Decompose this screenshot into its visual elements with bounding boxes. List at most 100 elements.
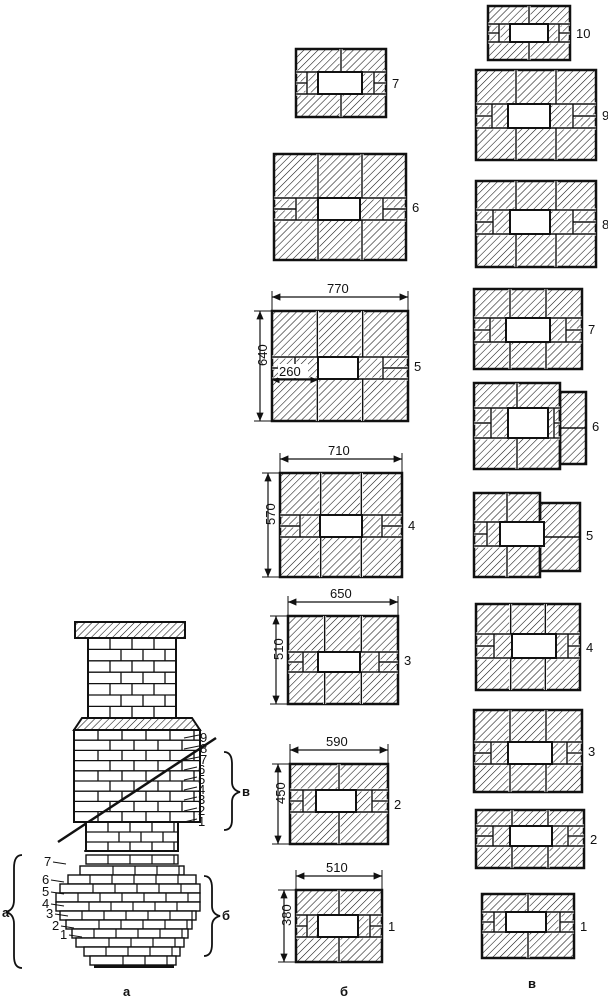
plan-v-flue <box>509 825 553 847</box>
plan-b-flue <box>317 356 359 380</box>
top-wall-outline <box>87 637 177 719</box>
lower-corbel-section <box>55 854 201 968</box>
upper-row-number: 5 <box>198 772 205 787</box>
upper-row-number: 8 <box>200 741 207 756</box>
plan-v-flue <box>505 317 551 343</box>
panel-label-a: а <box>123 984 131 999</box>
plan-v-row-6: 6 <box>472 381 599 471</box>
lower-row-number: 3 <box>46 906 53 921</box>
dim-width-value: 510 <box>326 860 348 875</box>
corbel-course <box>79 865 185 876</box>
plan-v-row-8: 8 <box>474 179 608 269</box>
upper-row-leader <box>183 734 200 739</box>
plan-v-row-10: 10 <box>486 4 590 62</box>
upper-row-leader <box>183 786 198 791</box>
brace-a-label: а <box>2 905 10 920</box>
column-v-plans: 10 9 8 7 6 5 4 3 2 1 <box>472 4 608 960</box>
corbel-course <box>71 928 189 939</box>
plan-b-row-number: 5 <box>414 359 421 374</box>
corbel-course <box>59 910 197 921</box>
plan-v-flue <box>509 209 551 235</box>
dim-height-value: 380 <box>279 904 294 926</box>
plan-b-row-number: 1 <box>388 919 395 934</box>
plan-v-row-9: 9 <box>474 68 608 162</box>
plan-v-row-number: 6 <box>592 419 599 434</box>
corbel-course <box>85 854 179 865</box>
lower-row-leader <box>60 925 75 929</box>
lower-row-leader <box>50 879 65 883</box>
plan-b-flue <box>315 789 357 813</box>
plan-v-flue <box>509 23 549 43</box>
corbel-course <box>67 874 197 885</box>
corbel-course <box>89 955 177 966</box>
plan-b-row-number: 6 <box>412 200 419 215</box>
dim-width-value: 770 <box>327 281 349 296</box>
upper-offset-cornice <box>72 717 202 731</box>
upper-row-number: 2 <box>198 803 205 818</box>
chimney-neck <box>85 821 179 852</box>
plan-v-row-2: 2 <box>474 808 597 870</box>
plan-b-flue <box>317 914 359 938</box>
chimney-cap <box>74 621 186 639</box>
plan-v-flue <box>499 521 545 547</box>
corbel-course <box>75 937 185 948</box>
plan-v-row-number: 2 <box>590 832 597 847</box>
section-cut-line <box>57 736 217 844</box>
corbel-course <box>55 901 201 912</box>
plan-v-row-number: 10 <box>576 26 590 41</box>
plan-v-flue <box>507 407 549 439</box>
panel-label-b: б <box>340 984 348 999</box>
brace-b-label: б <box>222 908 230 923</box>
dim-inner-bg <box>278 364 308 378</box>
brace-a <box>5 854 23 969</box>
brace-v <box>223 751 241 831</box>
dim-width-value: 650 <box>330 586 352 601</box>
upper-row-leader <box>183 756 200 761</box>
upper-row-number: 3 <box>198 792 205 807</box>
upper-row-leader <box>183 818 198 823</box>
plan-b-flue <box>317 651 361 673</box>
plan-b-flue <box>319 514 363 538</box>
upper-row-leader <box>183 766 198 771</box>
plan-b-flue <box>317 71 363 95</box>
upper-row-leader <box>183 745 200 750</box>
plan-v-row-number: 1 <box>580 919 587 934</box>
dim-width-value: 590 <box>326 734 348 749</box>
upper-row-number: 1 <box>198 814 205 829</box>
plan-v-row-5: 5 <box>472 491 593 579</box>
upper-row-number: 9 <box>200 730 207 745</box>
dim-inner-value: 260 <box>279 364 301 379</box>
plan-v-flue <box>507 741 553 765</box>
dim-height-value: 510 <box>271 638 286 660</box>
plan-v-row-7: 7 <box>472 287 595 371</box>
plan-v-flue <box>505 911 547 933</box>
plan-v-row-number: 3 <box>588 744 595 759</box>
upper-row-number: 7 <box>200 752 207 767</box>
plan-v-row-number: 4 <box>586 640 593 655</box>
plan-v-row-4: 4 <box>474 602 593 692</box>
plan-b-row-number: 4 <box>408 518 415 533</box>
upper-row-number: 4 <box>198 782 205 797</box>
lower-row-number: 6 <box>42 872 49 887</box>
plan-v-flue <box>507 103 551 129</box>
lower-row-number: 2 <box>52 918 59 933</box>
plan-b-row-7: 7 <box>294 47 399 119</box>
plan-b-row-6: 6 <box>272 152 419 262</box>
plan-v-row-number: 7 <box>588 322 595 337</box>
plan-b-row-5: 5 770 640 260 <box>254 281 421 423</box>
lower-row-leader <box>50 891 65 895</box>
plan-v-row-number: 9 <box>602 108 608 123</box>
corbel-course <box>59 883 201 894</box>
panel-label-v: в <box>528 976 536 991</box>
plan-b-row-number: 7 <box>392 76 399 91</box>
plan-b-flue <box>317 197 361 221</box>
upper-wall-outline <box>73 729 201 823</box>
lower-row-number: 5 <box>42 884 49 899</box>
dim-height-value: 640 <box>255 344 270 366</box>
